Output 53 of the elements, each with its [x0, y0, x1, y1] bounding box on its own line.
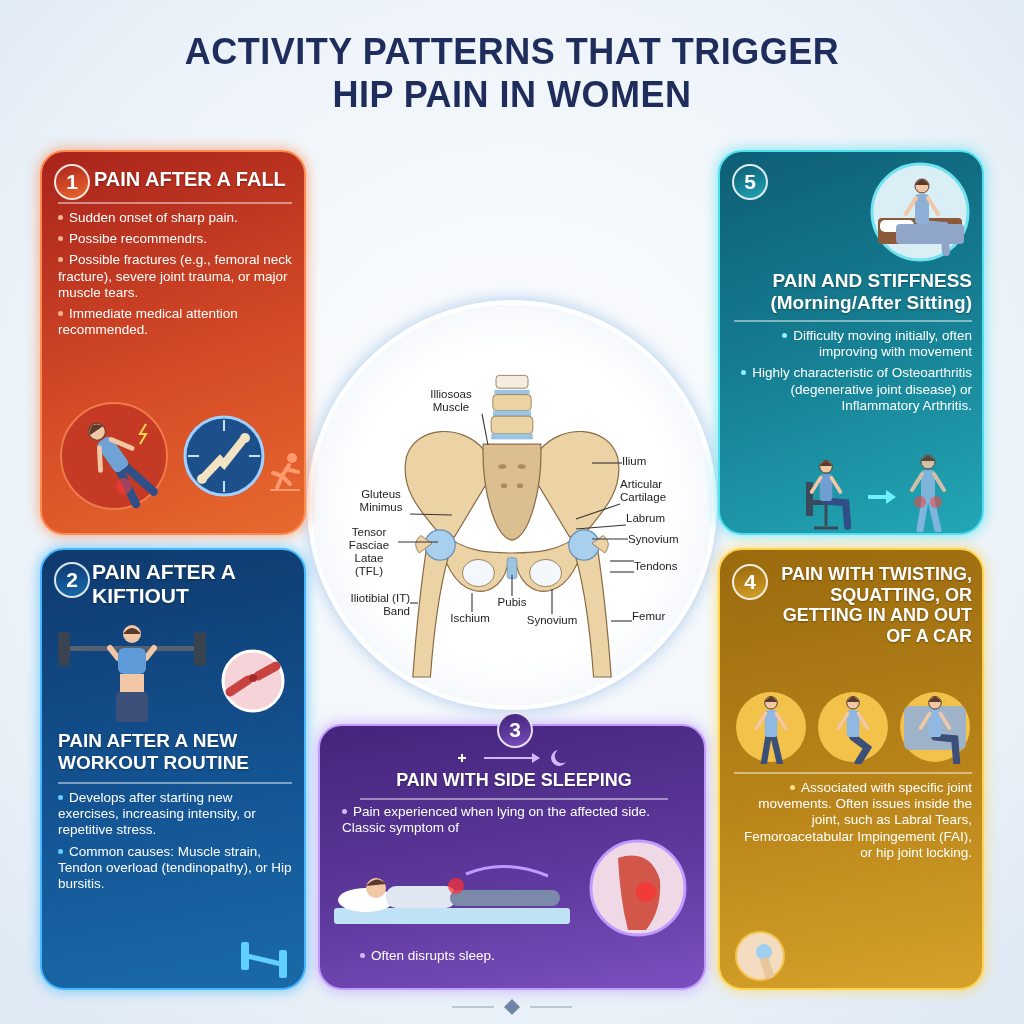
- info-card: [40, 150, 306, 535]
- card-heading: PAIN WITH TWISTING, SQUATTING, OR GETTING IN AND OUT OF A CAR: [780, 564, 972, 647]
- bullet-point: Pain experienced when lying on the affected side. Classic symptom of: [342, 804, 686, 837]
- bullet-point: Possibe recommendrs.: [58, 231, 296, 248]
- card-heading: PAIN AFTER A FALL: [94, 168, 287, 191]
- anatomy-label: Gluteus Minimus: [352, 488, 410, 514]
- leader-line: [551, 588, 553, 615]
- bullet-point: Often disrupts sleep.: [360, 948, 580, 965]
- title: ACTIVITY PATTERNS THAT TRIGGER HIP PAIN IN WOMEN: [183, 30, 841, 117]
- bullet-point: Possible fractures (e.g., femoral neck fracture), severe joint trauma, or major muscle tears.: [58, 252, 296, 301]
- anatomy-label: Femur: [632, 610, 674, 623]
- anatomy-label: Articular Cartilage: [620, 478, 684, 504]
- anatomy-label: Tensor Fasciae Latae (TFL): [340, 526, 398, 578]
- number-badge: 2: [54, 562, 90, 598]
- info-card: [40, 548, 306, 990]
- number-badge: 5: [732, 164, 768, 200]
- leader-line: [610, 620, 633, 622]
- anatomy-label: Ischium: [442, 612, 498, 625]
- bullet-point: Difficulty moving initially, often improving with movement: [734, 328, 972, 361]
- leader-line: [471, 592, 473, 613]
- anatomy-label: Synovium: [526, 614, 578, 627]
- bullet-point: Highly characteristic of Osteoarthritis (degenerative joint disease) or Inflammatory Arthritis.: [734, 365, 972, 414]
- info-card: [718, 548, 984, 990]
- anatomy-label: Tendons: [634, 560, 690, 573]
- leader-line: [609, 560, 635, 562]
- anatomy-label: Illiosoas Muscle: [420, 388, 482, 414]
- card-heading: PAIN AND STIFFNESS (Morning/After Sitting): [769, 270, 972, 314]
- number-badge: 1: [54, 164, 90, 200]
- anatomy-label: Ilium: [622, 455, 656, 468]
- anatomy-label: Pubis: [495, 596, 529, 609]
- leader-line: [409, 513, 453, 516]
- bullet-point: Develops after starting new exercises, increasing intensity, or repetitive stress.: [58, 790, 294, 839]
- info-card: [718, 150, 984, 535]
- anatomy-label: Iliotibial (IT) Band: [348, 592, 410, 618]
- card-heading: PAIN AFTER A NEW WORKOUT ROUTINE: [58, 730, 251, 774]
- leader-line: [575, 503, 621, 520]
- leader-line: [397, 541, 439, 543]
- number-badge: 3: [497, 712, 533, 748]
- anatomy-label: Labrum: [626, 512, 676, 525]
- leader-line: [575, 524, 627, 530]
- leader-line: [591, 538, 629, 540]
- card-heading: PAIN AFTER A KIFTIOUT: [92, 560, 237, 609]
- leader-line: [609, 571, 635, 573]
- card-heading: PAIN WITH SIDE SLEEPING: [395, 770, 633, 791]
- bullet-point: Common causes: Muscle strain, Tendon overload (tendinopathy), or Hip bursitis.: [58, 843, 294, 893]
- bullet-point: Sudden onset of sharp pain.: [58, 210, 296, 227]
- leader-line: [481, 413, 489, 446]
- anatomy-label: Synovium: [628, 533, 690, 546]
- number-badge: 4: [732, 564, 768, 600]
- bullet-point: Associated with specific joint movements. Often issues inside the joint, such as Labral Tears, Femoroacetabular Impingement (FAI), or hip joint locking.: [734, 780, 972, 861]
- bullet-point: Immediate medical attention recommended.: [58, 305, 296, 339]
- leader-line: [511, 574, 513, 597]
- leader-line: [409, 602, 419, 604]
